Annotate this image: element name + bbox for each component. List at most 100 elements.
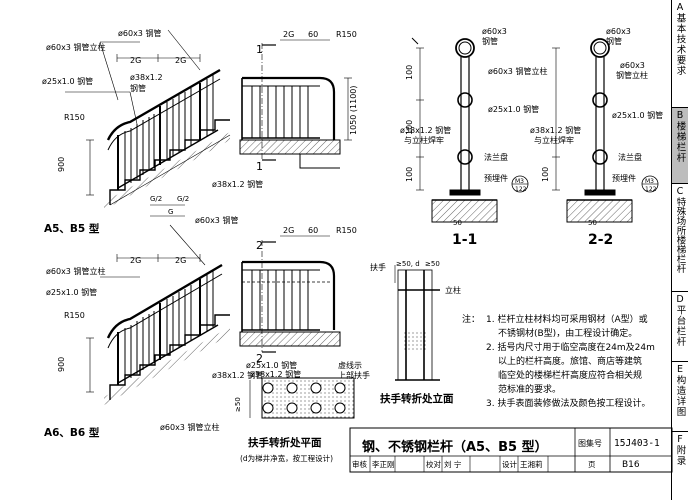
svg-text:M3: M3 — [515, 178, 524, 185]
dim-900: 900 — [57, 157, 66, 172]
title-handrail-plan: 扶手转折处平面 — [248, 436, 322, 449]
tab-label: 楼梯栏杆 — [674, 121, 686, 163]
side-tabs: A 基本技术要求 B 楼梯栏杆 C 特殊场所楼梯栏杆 D 平台栏杆 E 构造详图… — [671, 0, 688, 500]
tab-stair-railing[interactable]: B 楼梯栏杆 — [672, 108, 688, 184]
svg-text:1. 栏杆立柱材料均可采用钢材（A型）或: 1. 栏杆立柱材料均可采用钢材（A型）或 — [486, 313, 648, 325]
caption-a6b6: A6、B6 型 — [44, 426, 100, 439]
svg-text:G: G — [168, 208, 173, 216]
label-plan-inner-rail: ø38x1.2 钢管 — [250, 369, 301, 379]
section-1-1-labels: ø60x3 钢管 ø60x3 钢管立柱 ø25x1.0 钢管 ø38x1.2 钢… — [400, 27, 547, 248]
sheet-title: 钢、不锈钢栏杆（A5、B5 型） — [362, 439, 548, 455]
a6b6-view — [86, 224, 230, 405]
handrail-plan-labels: ø25x1.0 钢管 ø38x1.2 钢管 ≥50 扶手转折处平面 (d为梯井净… — [234, 360, 333, 463]
svg-text:钢管: 钢管 — [482, 36, 498, 46]
elevation-1-labels: 1 1 2G 60 R150 1050 (1100) — [256, 30, 358, 173]
svg-text:校对: 校对 — [426, 459, 441, 469]
svg-text:设计: 设计 — [502, 459, 517, 469]
svg-text:2G: 2G — [175, 256, 186, 265]
tab-platform-railing[interactable]: D 平台栏杆 — [672, 292, 688, 362]
svg-text:预埋件: 预埋件 — [484, 173, 508, 183]
svg-text:≥50: ≥50 — [425, 260, 440, 268]
svg-text:扶手: 扶手 — [370, 262, 386, 272]
subtitle-handrail-plan: (d为梯井净宽，按工程设计) — [240, 453, 333, 463]
section-marker-2-bottom: 2 — [256, 352, 263, 365]
dim-2g: 2G — [130, 56, 141, 65]
svg-text:50: 50 — [588, 219, 597, 227]
svg-text:100: 100 — [405, 120, 414, 135]
label-post2: ø60x3 钢管立柱 — [160, 422, 219, 432]
svg-text:不锈钢材(B型)，由工程设计确定。: 不锈钢材(B型)，由工程设计确定。 — [498, 327, 637, 339]
dim-g-half: G/2 — [150, 195, 162, 203]
svg-text:审核: 审核 — [352, 459, 367, 469]
tab-label: 特殊场所楼梯栏杆 — [674, 197, 686, 273]
atlas-no: 15J403-1 — [614, 438, 660, 449]
svg-text:ø38x1.2 钢管: ø38x1.2 钢管 — [530, 125, 581, 135]
label-r150-2: R150 — [64, 311, 85, 320]
tab-label: 构造详图 — [674, 375, 686, 417]
svg-text:临空处的楼梯栏杆高度应符合相关规: 临空处的楼梯栏杆高度应符合相关规 — [498, 369, 642, 381]
label-r150: R150 — [64, 113, 85, 122]
section-2-2-labels: ø60x3 钢管 ø60x3 钢管立柱 ø25x1.0 钢管 ø38x1.2 钢… — [530, 27, 663, 248]
svg-text:钢管: 钢管 — [606, 36, 622, 46]
title-block — [349, 427, 673, 473]
section-1-1 — [411, 37, 529, 223]
page-no: B16 — [622, 460, 640, 470]
tab-appendix[interactable]: F 附录 — [674, 434, 686, 466]
svg-text:R150: R150 — [336, 30, 357, 39]
handrail-elevation — [394, 265, 440, 381]
svg-text:122: 122 — [515, 186, 527, 193]
svg-text:立柱: 立柱 — [445, 285, 461, 295]
svg-text:100: 100 — [541, 167, 550, 182]
label-post: ø60x3 钢管立柱 — [46, 42, 105, 52]
section-marker-1-top: 1 — [256, 43, 263, 56]
note-dashed: 虚线示 — [338, 360, 362, 370]
tab-label: 附录 — [674, 445, 686, 466]
svg-text:与立柱焊牢: 与立柱焊牢 — [534, 135, 574, 145]
label-inner-rail-2: ø38x1.2 钢管 — [212, 370, 263, 380]
elevation-2-labels: 2 2 2G 60 R150 虚线示 上部扶手 — [256, 226, 370, 380]
svg-text:3. 扶手表面装修做法及颜色按工程设计。: 3. 扶手表面装修做法及颜色按工程设计。 — [486, 397, 650, 409]
svg-text:ø60x3: ø60x3 — [482, 27, 507, 36]
dim-2g-b: 2G — [175, 56, 186, 65]
svg-text:122: 122 — [645, 186, 657, 193]
svg-text:上部扶手: 上部扶手 — [338, 370, 370, 380]
label-post-2: ø60x3 钢管立柱 — [46, 266, 105, 276]
label-top-rail: ø60x3 钢管 — [118, 28, 161, 38]
title-handrail-elevation: 扶手转折处立面 — [380, 392, 454, 405]
svg-text:法兰盘: 法兰盘 — [484, 152, 508, 162]
svg-text:ø38x1.2 钢管: ø38x1.2 钢管 — [400, 125, 451, 135]
handrail-elevation-labels: 扶手 ≥50, d ≥50 立柱 扶手转折处立面 — [370, 260, 461, 405]
svg-text:钢管立柱: 钢管立柱 — [616, 70, 648, 80]
tab-special-stair-railing[interactable]: C 特殊场所楼梯栏杆 — [672, 184, 688, 292]
svg-text:100: 100 — [405, 167, 414, 182]
notes: 注： 1. 栏杆立柱材料均可采用钢材（A型）或 不锈钢材(B型)，由工程设计确定… — [462, 313, 655, 409]
svg-text:页: 页 — [588, 460, 596, 469]
svg-text:与立柱焊牢: 与立柱焊牢 — [404, 135, 444, 145]
label-bottom-rail: ø38x1.2 钢管 — [212, 179, 263, 189]
tab-basic-requirements[interactable]: A 基本技术要求 — [672, 0, 688, 108]
atlas-label: 图集号 — [578, 438, 602, 448]
svg-text:G/2: G/2 — [177, 195, 189, 203]
svg-text:2G: 2G — [283, 30, 294, 39]
label-top-rail-2: ø60x3 钢管 — [195, 215, 238, 225]
dim-900-2: 900 — [57, 357, 66, 372]
tab-construction-details[interactable]: E 构造详图 — [672, 362, 688, 432]
title-section-2-2: 2-2 — [588, 232, 613, 248]
svg-text:60: 60 — [308, 30, 318, 39]
elevation-2 — [239, 235, 341, 353]
svg-text:100: 100 — [405, 65, 414, 80]
label-plan-mid-rail: ø25x1.0 钢管 — [246, 360, 297, 370]
svg-text:预埋件: 预埋件 — [612, 173, 636, 183]
svg-text:60: 60 — [308, 226, 318, 235]
tab-label: 平台栏杆 — [674, 305, 686, 347]
checker: 刘 宁 — [444, 459, 461, 469]
elevation-1 — [239, 39, 352, 169]
svg-text:1050 (1100): 1050 (1100) — [349, 85, 358, 135]
title-section-1-1: 1-1 — [452, 232, 477, 248]
section-marker-1-bottom: 1 — [256, 160, 263, 173]
reviewer: 李正刚 — [372, 459, 395, 469]
handrail-plan — [249, 377, 355, 419]
svg-text:ø25x1.0 钢管: ø25x1.0 钢管 — [488, 104, 539, 114]
svg-text:2G: 2G — [130, 256, 141, 265]
